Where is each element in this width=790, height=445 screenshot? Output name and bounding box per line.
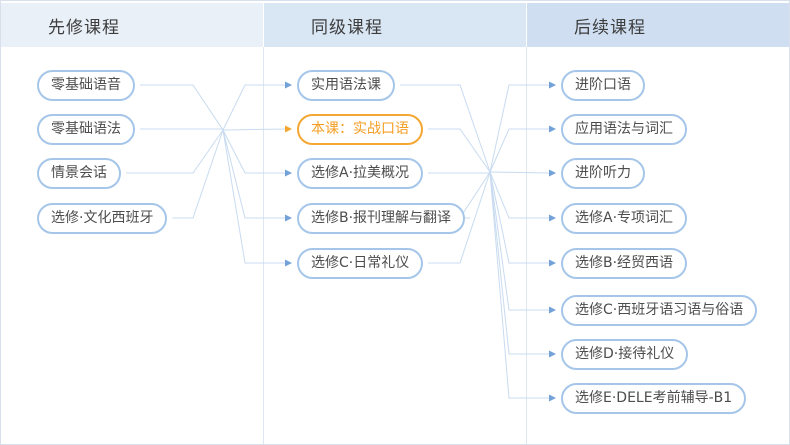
arrow-icon <box>549 81 556 89</box>
connector-line <box>222 129 285 174</box>
arrow-icon <box>549 169 556 177</box>
arrow-icon <box>285 214 292 222</box>
arrow-icon <box>549 125 556 133</box>
course-node[interactable]: 实用语法课 <box>297 70 395 101</box>
course-node[interactable]: 选修·文化西班牙 <box>37 203 168 234</box>
course-node[interactable]: 选修A·拉美概况 <box>297 158 424 189</box>
course-node[interactable]: 选修B·经贸西语 <box>561 248 688 279</box>
course-node[interactable]: 选修C·日常礼仪 <box>297 248 424 279</box>
arrow-icon <box>549 394 556 402</box>
course-node[interactable]: 应用语法与词汇 <box>561 114 687 145</box>
column-header-follow-up: 后续课程 <box>527 3 789 47</box>
arrow-icon <box>549 214 556 222</box>
connector-line <box>489 171 549 219</box>
connector-line <box>489 171 549 399</box>
connector-line <box>489 128 549 173</box>
course-node[interactable]: 选修C·西班牙语习语与俗语 <box>561 295 758 326</box>
course-node[interactable]: 选修A·专项词汇 <box>561 203 688 234</box>
course-node[interactable]: 零基础语音 <box>37 70 135 101</box>
connector-line <box>222 129 285 219</box>
connector-line <box>489 171 550 174</box>
connector-line <box>222 129 285 264</box>
course-node[interactable]: 选修D·接待礼仪 <box>561 339 689 370</box>
column-header-prerequisite: 先修课程 <box>1 3 263 47</box>
column-header-same-level: 同级课程 <box>264 3 526 47</box>
course-node[interactable]: 选修B·报刊理解与翻译 <box>297 203 466 234</box>
connector-line <box>489 171 549 264</box>
course-node[interactable]: 进阶口语 <box>561 70 645 101</box>
connector-line <box>428 171 491 264</box>
course-node[interactable]: 零基础语法 <box>37 114 135 145</box>
connector-line <box>489 171 549 355</box>
arrow-icon <box>285 259 292 267</box>
arrow-icon <box>285 125 292 133</box>
connector-line <box>489 84 549 173</box>
connector-line <box>126 129 224 174</box>
course-node-current[interactable]: 本课：实战口语 <box>297 114 423 145</box>
arrow-icon <box>285 169 292 177</box>
arrow-icon <box>549 306 556 314</box>
connector-line <box>222 84 285 131</box>
course-node[interactable]: 情景会话 <box>37 158 121 189</box>
connector-line <box>140 84 224 131</box>
course-node[interactable]: 选修E·DELE考前辅导-B1 <box>561 383 747 414</box>
connector-line <box>400 84 491 173</box>
course-node[interactable]: 进阶听力 <box>561 158 645 189</box>
connector-line <box>489 171 549 311</box>
arrow-icon <box>549 350 556 358</box>
arrow-icon <box>285 81 292 89</box>
connector-line <box>459 171 491 219</box>
connector-line <box>172 129 224 219</box>
column-divider <box>526 47 527 444</box>
connector-line <box>428 128 491 173</box>
column-divider <box>263 47 264 444</box>
connector-line <box>222 128 286 131</box>
arrow-icon <box>549 259 556 267</box>
